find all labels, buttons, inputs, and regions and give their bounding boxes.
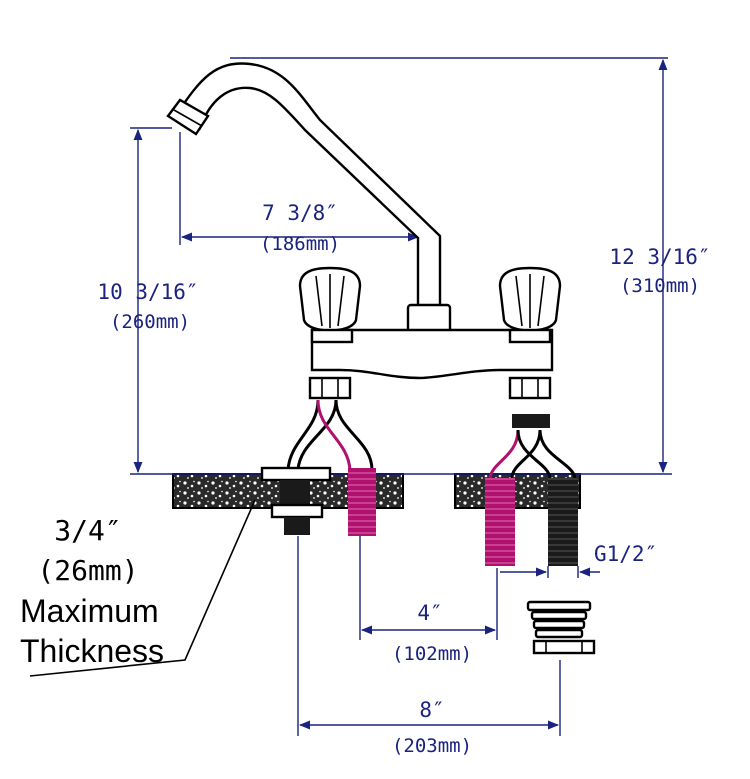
spout-height-imperial: 10 3/16″ — [97, 280, 198, 304]
right-hoses — [485, 414, 578, 566]
hot-inlet-right — [485, 478, 515, 566]
spout-height-metric: (260mm) — [110, 311, 190, 333]
overall-height-imperial: 12 3/16″ — [609, 245, 710, 269]
max-thickness-imperial: 3/4″ — [54, 514, 121, 547]
spout-reach-imperial: 7 3/8″ — [262, 201, 338, 225]
inlet-spacing-metric: (102mm) — [392, 643, 472, 665]
center-spacing-imperial: 8″ — [419, 698, 444, 722]
hot-inlet-left — [348, 468, 376, 536]
cold-inlet-right — [548, 478, 578, 566]
faucet-body — [166, 62, 562, 400]
inlet-spacing-imperial: 4″ — [417, 601, 442, 625]
max-thickness-metric: (26mm) — [37, 554, 138, 587]
dimension-lines — [130, 57, 672, 736]
countertop — [172, 473, 581, 509]
max-thickness-line2: Thickness — [20, 633, 164, 669]
spout-reach-metric: (186mm) — [260, 233, 340, 255]
center-spacing-metric: (203mm) — [392, 735, 472, 757]
dimension-labels: 7 3/8″ (186mm) 10 3/16″ (260mm) 12 3/16″… — [20, 201, 711, 757]
mounting-nut — [526, 600, 596, 655]
left-hoses — [260, 399, 376, 536]
max-thickness-line1: Maximum — [20, 593, 159, 629]
overall-height-metric: (310mm) — [620, 275, 700, 297]
thread-label: G1/2″ — [594, 542, 657, 566]
thickness-leader — [29, 499, 256, 677]
